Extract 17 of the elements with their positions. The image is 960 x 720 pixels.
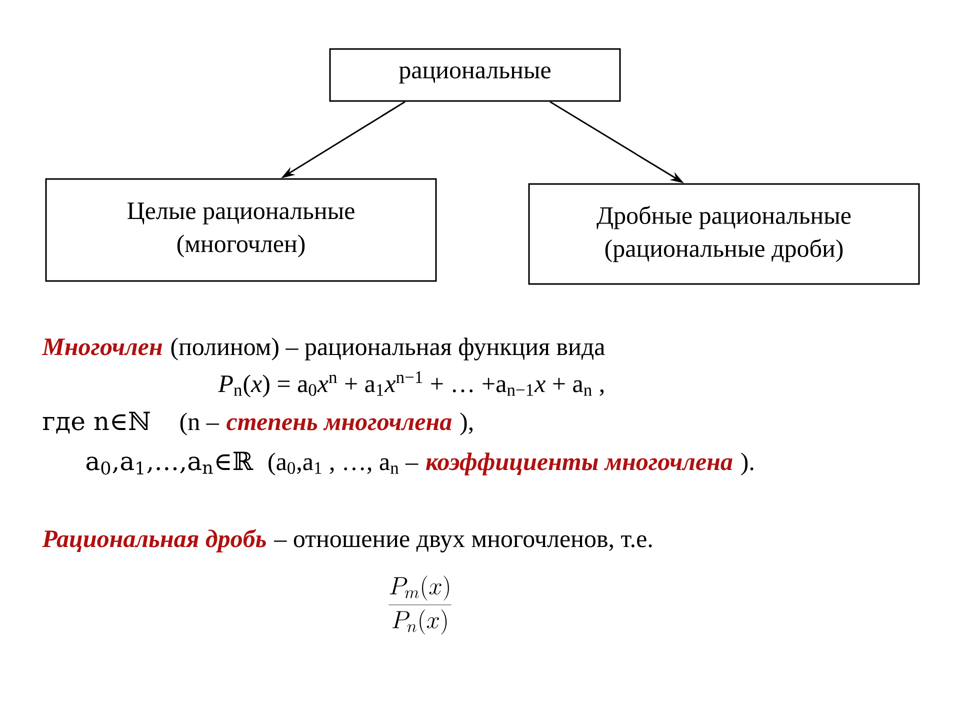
text-line: (полином) – рациональная функция вида	[171, 338, 605, 360]
text-line: P$_{n}$(x) = a$_{0}$x$^{n}$ + a$_{1}$x$^{n−1}$ + … +a$_{n−1}$x + a$_{n}$ ,	[218, 371, 604, 398]
text-line: (a$_{0}$,a$_{1}$ , …, a$_{n}$ –	[268, 452, 418, 476]
fraction-formula: $\frac{P_m(x)}{P_n(x)}$	[388, 576, 452, 634]
box: Целые рациональные (многочлен)	[45, 178, 437, 282]
text-line: ).	[741, 452, 754, 476]
text-line: (n –	[180, 412, 220, 436]
highlighted-term: коэффициенты многочлена	[426, 452, 732, 476]
highlighted-term: Многочлен	[42, 338, 162, 356]
highlighted-term: Рациональная дробь	[42, 529, 266, 552]
text-line: a$_{0}$,a$_{1}$,…,a$_{n}$∈ℝ	[86, 452, 254, 475]
text-line: где n∈ℕ	[42, 412, 150, 434]
highlighted-term: степень многочлена	[226, 418, 452, 430]
box: рациональные	[329, 48, 621, 102]
box: Дробные рациональные (рациональные дроби)	[528, 183, 920, 285]
text-line: ),	[460, 412, 473, 436]
text-line: – отношение двух многочленов, т.е.	[274, 535, 652, 552]
